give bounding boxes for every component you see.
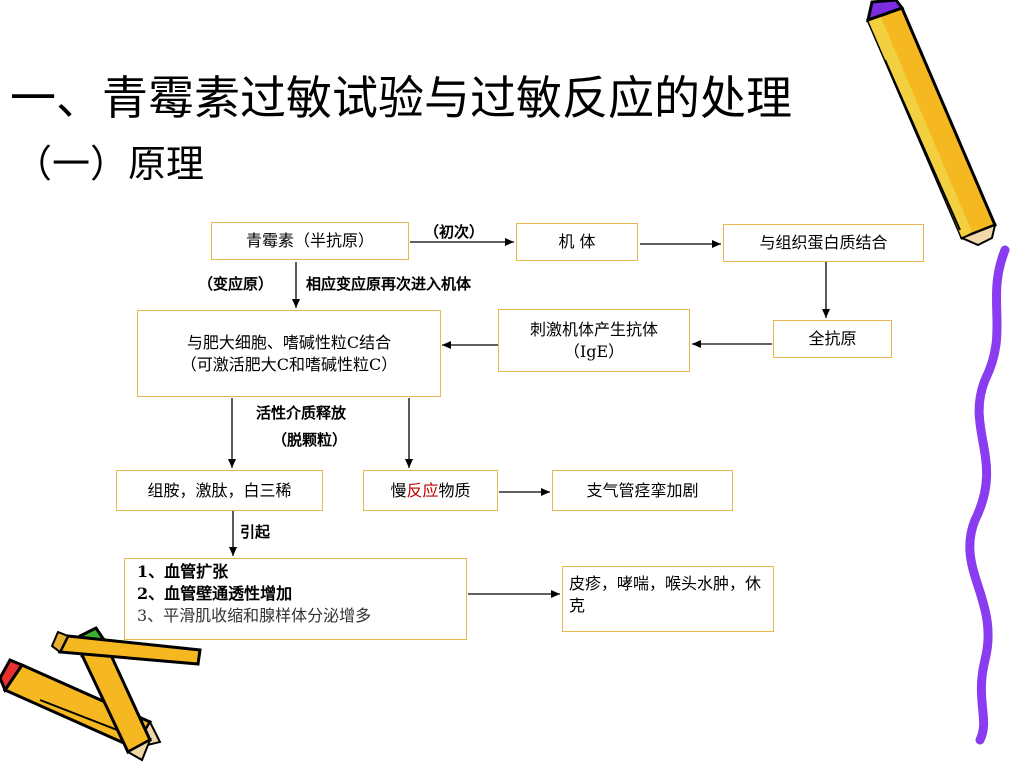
node-mast-cell-binding: 与肥大细胞、嗜碱性粒C结合 （可激活肥大C和嗜碱性粒C） — [137, 310, 441, 397]
effect-1: 1、血管扩张 — [137, 562, 229, 581]
label-cause: 引起 — [240, 523, 271, 541]
node-effects: 1、血管扩张 2、血管壁通透性增加 3、平滑肌收缩和腺样体分泌增多 — [124, 558, 467, 640]
page-title: 一、青霉素过敏试验与过敏反应的处理 — [10, 71, 792, 125]
mast-line2: （可激活肥大C和嗜碱性粒C） — [180, 354, 398, 374]
label-degranulation: （脱颗粒） — [272, 431, 348, 449]
node-body: 机 体 — [516, 223, 638, 261]
effect-3: 3、平滑肌收缩和腺样体分泌增多 — [137, 606, 372, 625]
node-slow-reacting-substance: 慢反应物质 — [363, 470, 498, 511]
node-stimulate-antibody: 刺激机体产生抗体 （IgE） — [498, 309, 690, 372]
stimulate-line2: （IgE） — [563, 341, 625, 361]
effect-2: 2、血管壁通透性增加 — [137, 584, 293, 603]
page-subtitle: （一）原理 — [14, 142, 205, 186]
node-full-antigen: 全抗原 — [773, 320, 892, 358]
node-symptoms: 皮疹，哮喘，喉头水肿，休克 — [562, 566, 774, 632]
label-allergen: （变应原） — [198, 275, 274, 293]
label-reenter: 相应变应原再次进入机体 — [306, 275, 472, 293]
node-histamine: 组胺，激肽，白三稀 — [116, 470, 323, 511]
slow-suffix: 物质 — [438, 480, 471, 500]
stimulate-line1: 刺激机体产生抗体 — [529, 319, 658, 339]
pencil-icon-top-right — [865, 0, 997, 247]
node-penicillin: 青霉素（半抗原） — [211, 222, 409, 260]
slow-highlight: 反应 — [406, 480, 439, 500]
label-mediator-release: 活性介质释放 — [256, 404, 347, 422]
purple-ribbon-decoration — [965, 245, 1010, 745]
label-first-time: （初次） — [424, 223, 485, 241]
node-bind-protein: 与组织蛋白质结合 — [723, 224, 924, 262]
mast-line1: 与肥大细胞、嗜碱性粒C结合 — [186, 332, 392, 352]
node-bronchospasm: 支气管痉挛加剧 — [552, 470, 733, 511]
slow-prefix: 慢 — [390, 480, 407, 500]
pencil-icon-bottom-left-3 — [50, 630, 202, 666]
